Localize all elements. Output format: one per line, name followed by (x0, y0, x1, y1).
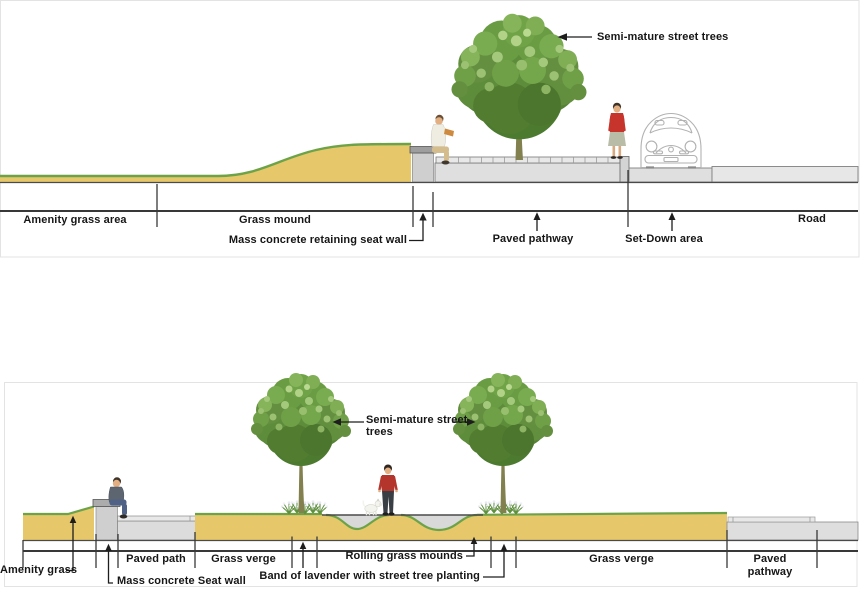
bottom-street-tree-right (453, 373, 553, 513)
setdown-up-arrow (668, 212, 676, 220)
sitting-person-bottom (108, 477, 128, 519)
label-grass-verge-right: Grass verge (589, 553, 654, 565)
standing-person-with-dog (362, 464, 398, 516)
car-outline (640, 112, 702, 169)
bottom-leader-arrows (66, 418, 508, 584)
bottom-dimension-lines (22, 530, 858, 568)
paved-path-band (117, 515, 196, 522)
verge-right-edge (476, 511, 728, 516)
label-paved-pathway-top: Paved pathway (492, 232, 574, 245)
setdown-slab (628, 167, 713, 183)
label-street-trees-top: Semi-mature street trees (597, 30, 729, 43)
label-amenity-grass-area: Amenity grass area (23, 213, 127, 226)
top-dimension-lines (0, 170, 858, 227)
paved-path-slab (117, 520, 196, 541)
mounds-leader-line (466, 543, 475, 557)
dimension-ticks (156, 170, 629, 227)
lavender-left-up-arrow (299, 541, 307, 549)
pathway-up-arrow (533, 212, 541, 220)
tree-left-arrow (557, 33, 567, 41)
wall-leader-line (409, 220, 424, 242)
label-paved-path: Paved path (126, 553, 186, 565)
bottom-street-tree-left (251, 373, 351, 513)
amenity-grass-edge (23, 505, 95, 516)
verge-and-mounds-fill (195, 513, 727, 540)
top-section-drawing (0, 0, 860, 258)
top-street-tree (451, 13, 587, 160)
right-pathway-slab (726, 521, 859, 541)
lavender-right-leader-line (483, 550, 505, 578)
mound-curve-left (325, 513, 390, 531)
seat-wall-body (95, 506, 118, 541)
seat-wall-leader-line (107, 550, 113, 584)
mound-dip-right (401, 515, 477, 530)
label-set-down-area: Set-Down area (625, 232, 703, 245)
grass-edge (0, 142, 412, 178)
label-rolling-grass-mounds: Rolling grass mounds (345, 549, 463, 562)
label-road: Road (798, 213, 826, 225)
right-pathway-band (727, 516, 816, 523)
pathway-paving-band (435, 156, 621, 164)
label-seat-wall: Mass concrete Seat wall (117, 574, 246, 587)
label-paved-pathway-bottom: Paved pathway (747, 553, 793, 578)
tree-left-arrow (332, 418, 341, 426)
bottom-panel-border (4, 382, 858, 587)
label-grass-mound: Grass mound (238, 213, 311, 226)
grass-mound-fill (0, 144, 411, 182)
amenity-leader-line (66, 522, 74, 572)
mounds-up-arrow (470, 536, 478, 544)
top-leader-arrows (409, 33, 676, 242)
seat-wall-up-arrow (105, 543, 112, 551)
dog (362, 498, 383, 516)
tree-right-arrow (467, 418, 476, 426)
pathway-slab (434, 162, 629, 183)
lavender-right-up-arrow (500, 543, 508, 551)
top-panel-border (0, 0, 860, 258)
label-band-of-lavender: Band of lavender with street tree planti… (259, 570, 480, 582)
mound-dip-left (326, 515, 389, 529)
label-street-trees-bottom: Semi-mature street trees (366, 413, 468, 439)
bottom-section-drawing (4, 373, 859, 587)
wall-up-arrow (419, 212, 427, 221)
retaining-wall-body (412, 152, 434, 183)
amenity-up-arrow (69, 515, 77, 523)
label-grass-verge-left: Grass verge (211, 553, 276, 565)
bottom-ground-profile (23, 499, 859, 542)
mound-curve-right (400, 513, 478, 532)
dimension-ticks (22, 530, 818, 568)
label-retaining-seat-wall: Mass concrete retaining seat wall (228, 233, 407, 246)
standing-person (608, 102, 626, 159)
road-slab (711, 166, 859, 183)
sitting-person (430, 114, 454, 165)
top-ground-profile (0, 142, 859, 184)
label-amenity-grass: Amenity grass (0, 564, 78, 576)
